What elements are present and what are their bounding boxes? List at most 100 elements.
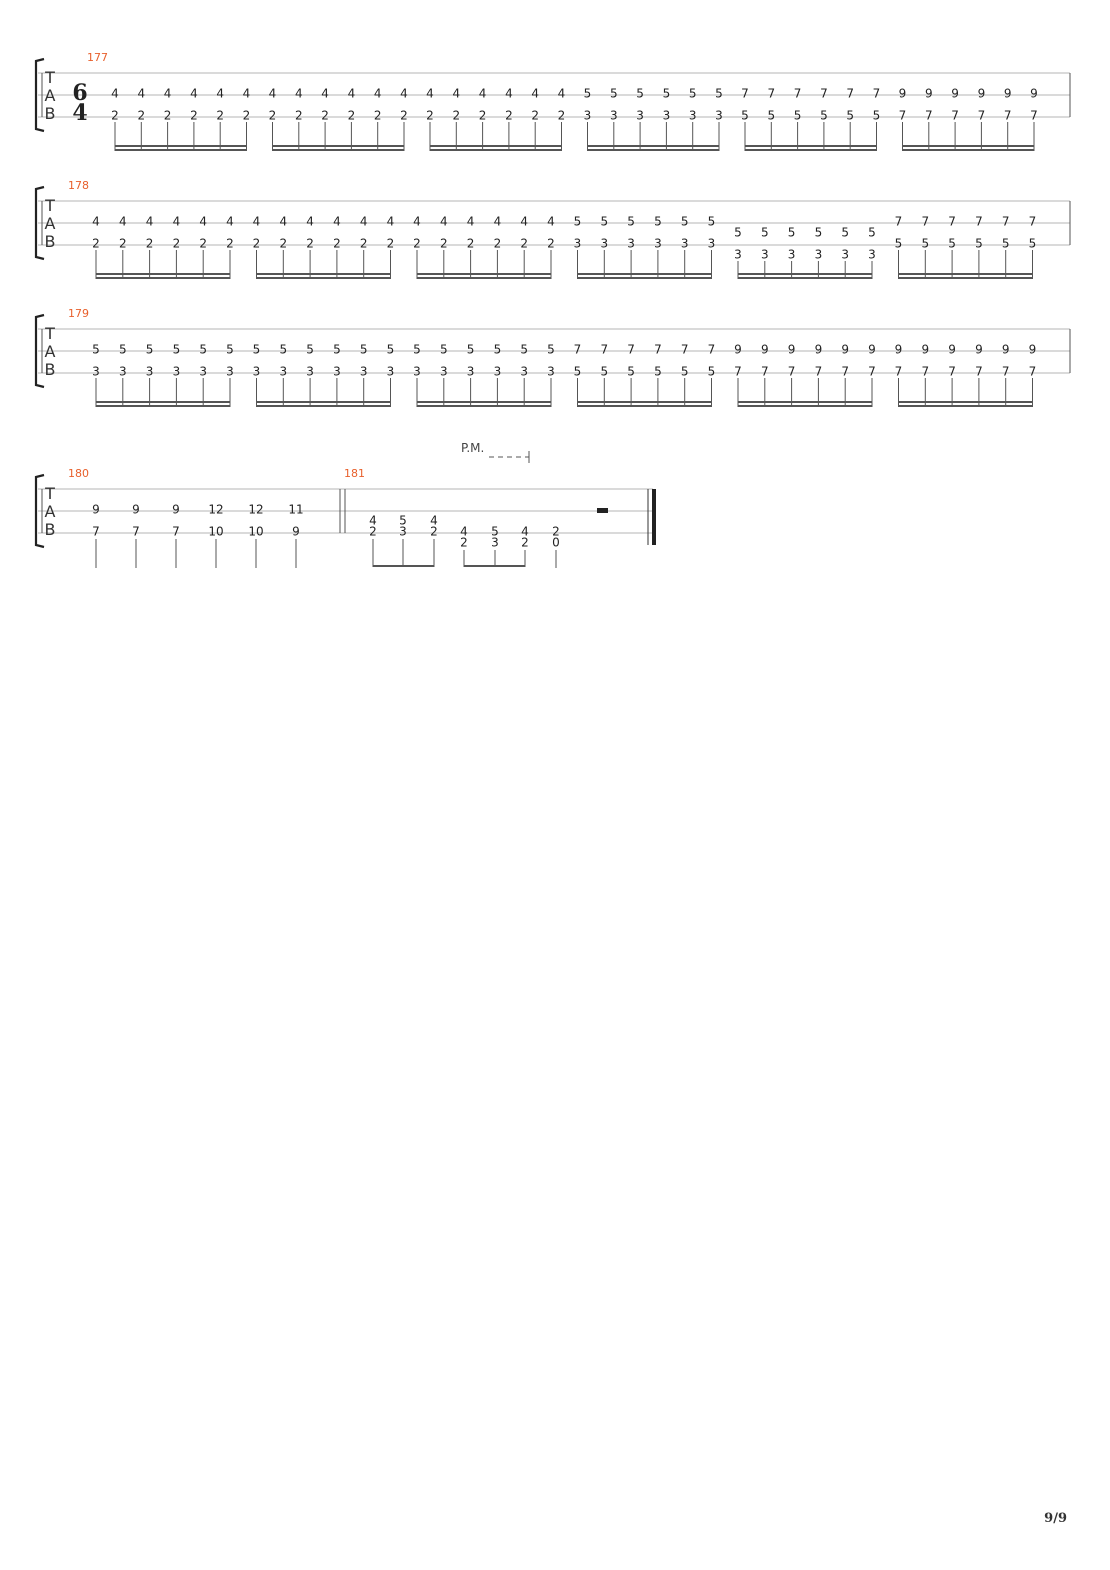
fret-number: 4	[243, 87, 251, 101]
fret-number: 2	[137, 109, 145, 123]
fret-number: 4	[452, 87, 460, 101]
fret-number: 9	[734, 343, 742, 357]
fret-number: 4	[321, 87, 329, 101]
fret-number: 3	[413, 365, 421, 379]
beam	[256, 405, 391, 407]
fret-number: 3	[636, 109, 644, 123]
fret-number: 5	[333, 343, 341, 357]
fret-number: 4	[333, 215, 341, 229]
fret-number: 7	[574, 343, 582, 357]
fret-number: 2	[92, 237, 100, 251]
fret-number: 2	[521, 536, 529, 550]
fret-number: 5	[846, 109, 854, 123]
fret-number: 2	[269, 109, 277, 123]
fret-number: 2	[111, 109, 119, 123]
system-bracket	[34, 313, 45, 389]
measure-number: 177	[87, 51, 108, 64]
fret-number: 9	[841, 343, 849, 357]
fret-number: 4	[460, 525, 468, 539]
fret-number: 5	[584, 87, 592, 101]
beam	[430, 145, 562, 147]
fret-number: 7	[600, 343, 608, 357]
fret-number: 2	[216, 109, 224, 123]
fret-number: 5	[654, 215, 662, 229]
fret-number: 5	[975, 237, 983, 251]
fret-number: 5	[948, 237, 956, 251]
fret-number: 4	[306, 215, 314, 229]
fret-number: 5	[306, 343, 314, 357]
fret-number: 7	[975, 215, 983, 229]
fret-number: 3	[663, 109, 671, 123]
fret-number: 9	[978, 87, 986, 101]
beam	[115, 145, 247, 147]
fret-number: 2	[146, 237, 154, 251]
fret-number: 4	[558, 87, 566, 101]
beam	[577, 273, 712, 275]
fret-number: 3	[868, 248, 876, 262]
fret-number: 2	[467, 237, 475, 251]
fret-number: 2	[374, 109, 382, 123]
fret-number: 2	[520, 237, 528, 251]
fret-number: 2	[413, 237, 421, 251]
fret-number: 3	[520, 365, 528, 379]
fret-number: 2	[190, 109, 198, 123]
fret-number: 5	[681, 365, 689, 379]
fret-number: 9	[92, 503, 100, 517]
fret-number: 9	[951, 87, 959, 101]
fret-number: 2	[494, 237, 502, 251]
final-barline-thick	[652, 489, 656, 545]
fret-number: 7	[1002, 365, 1010, 379]
beam	[898, 273, 1033, 275]
fret-number: 7	[654, 343, 662, 357]
beam	[272, 145, 404, 147]
beam	[430, 149, 562, 151]
fret-number: 9	[868, 343, 876, 357]
fret-number: 3	[333, 365, 341, 379]
fret-number: 7	[841, 365, 849, 379]
fret-number: 7	[788, 365, 796, 379]
tab-clef-letter: A	[45, 86, 56, 105]
fret-number: 4	[521, 525, 529, 539]
fret-number: 5	[467, 343, 475, 357]
beam	[96, 273, 230, 275]
fret-number: 5	[387, 343, 395, 357]
fret-number: 5	[681, 215, 689, 229]
fret-number: 5	[734, 226, 742, 240]
measure-number: 179	[68, 307, 89, 320]
fret-number: 9	[815, 343, 823, 357]
fret-number: 2	[348, 109, 356, 123]
tab-clef-letter: T	[44, 484, 55, 503]
fret-number: 3	[199, 365, 207, 379]
tab-clef-letter: T	[44, 68, 55, 87]
fret-number: 9	[895, 343, 903, 357]
fret-number: 5	[413, 343, 421, 357]
beam	[96, 401, 230, 403]
fret-number: 2	[430, 525, 438, 539]
fret-number: 10	[248, 525, 263, 539]
fret-number: 5	[491, 525, 499, 539]
fret-number: 9	[1030, 87, 1038, 101]
beam	[373, 565, 434, 567]
beam	[96, 405, 230, 407]
fret-number: 3	[387, 365, 395, 379]
fret-number: 4	[111, 87, 119, 101]
fret-number: 2	[387, 237, 395, 251]
fret-number: 7	[172, 525, 180, 539]
fret-number: 7	[1029, 215, 1037, 229]
fret-number: 5	[741, 109, 749, 123]
measure-number: 181	[344, 467, 365, 480]
fret-number: 3	[600, 237, 608, 251]
fret-number: 2	[558, 109, 566, 123]
fret-number: 4	[413, 215, 421, 229]
fret-number: 7	[978, 109, 986, 123]
tab-clef-letter: B	[45, 520, 56, 539]
fret-number: 7	[1030, 109, 1038, 123]
fret-number: 4	[479, 87, 487, 101]
fret-number: 7	[975, 365, 983, 379]
fret-number: 3	[173, 365, 181, 379]
fret-number: 3	[440, 365, 448, 379]
fret-number: 2	[333, 237, 341, 251]
fret-number: 7	[92, 525, 100, 539]
fret-number: 3	[306, 365, 314, 379]
fret-number: 2	[531, 109, 539, 123]
